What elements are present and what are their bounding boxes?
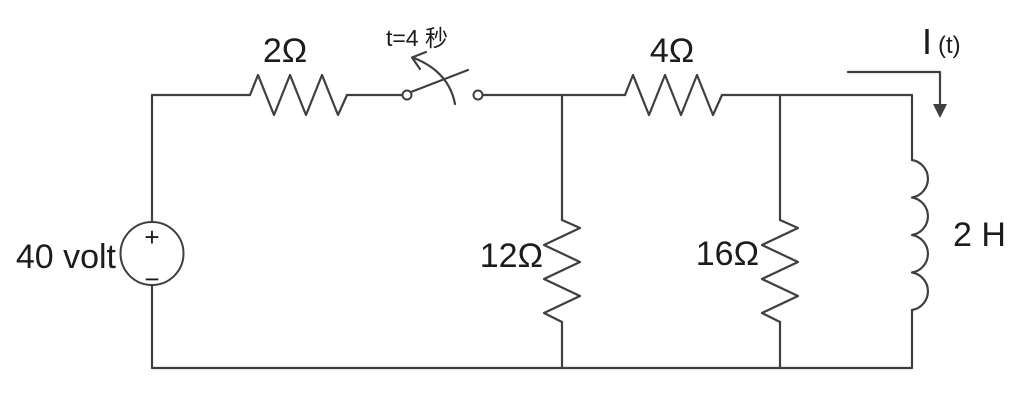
voltage-source-circle [119, 221, 185, 286]
voltage-source-label: 40 volt [16, 238, 117, 276]
resistor-r2-label: 4Ω [650, 32, 694, 70]
current-arg-label: (t) [938, 32, 961, 59]
voltage-source-plus-sign: + [144, 222, 159, 252]
resistor-r3-zigzag [542, 218, 582, 324]
switch-right-terminal [472, 89, 484, 101]
wire-paths [150, 93, 914, 370]
current-arrow-line [846, 70, 942, 108]
inductor-label: 2 H [953, 216, 1006, 254]
resistor-r2-zigzag [623, 73, 724, 117]
inductor-coils [910, 158, 929, 312]
switch-time-label: t=4 秒 [386, 25, 448, 51]
resistor-r3: 12Ω [480, 218, 582, 324]
voltage-source: + − 40 volt [16, 221, 185, 294]
resistor-r4-label: 16Ω [696, 235, 759, 273]
resistor-r2: 4Ω [623, 32, 724, 117]
resistor-r3-label: 12Ω [480, 237, 543, 275]
circuit-wires [150, 93, 914, 370]
resistor-r1: 2Ω [248, 32, 349, 117]
current-symbol-label: I [922, 21, 932, 62]
resistor-r4: 16Ω [696, 218, 800, 324]
resistor-r4-zigzag [760, 218, 800, 324]
resistor-r1-label: 2Ω [263, 32, 307, 70]
switch-motion-arc [412, 56, 457, 106]
current-indicator: I (t) [846, 21, 961, 118]
switch: t=4 秒 [386, 25, 484, 106]
voltage-source-minus-sign: − [144, 264, 159, 294]
switch-motion-arrowhead-icon [410, 50, 428, 71]
inductor: 2 H [910, 158, 1006, 312]
resistor-r1-zigzag [248, 73, 349, 117]
switch-blade [409, 68, 470, 94]
current-arrow-head-icon [933, 104, 947, 118]
switch-left-terminal [401, 89, 413, 101]
